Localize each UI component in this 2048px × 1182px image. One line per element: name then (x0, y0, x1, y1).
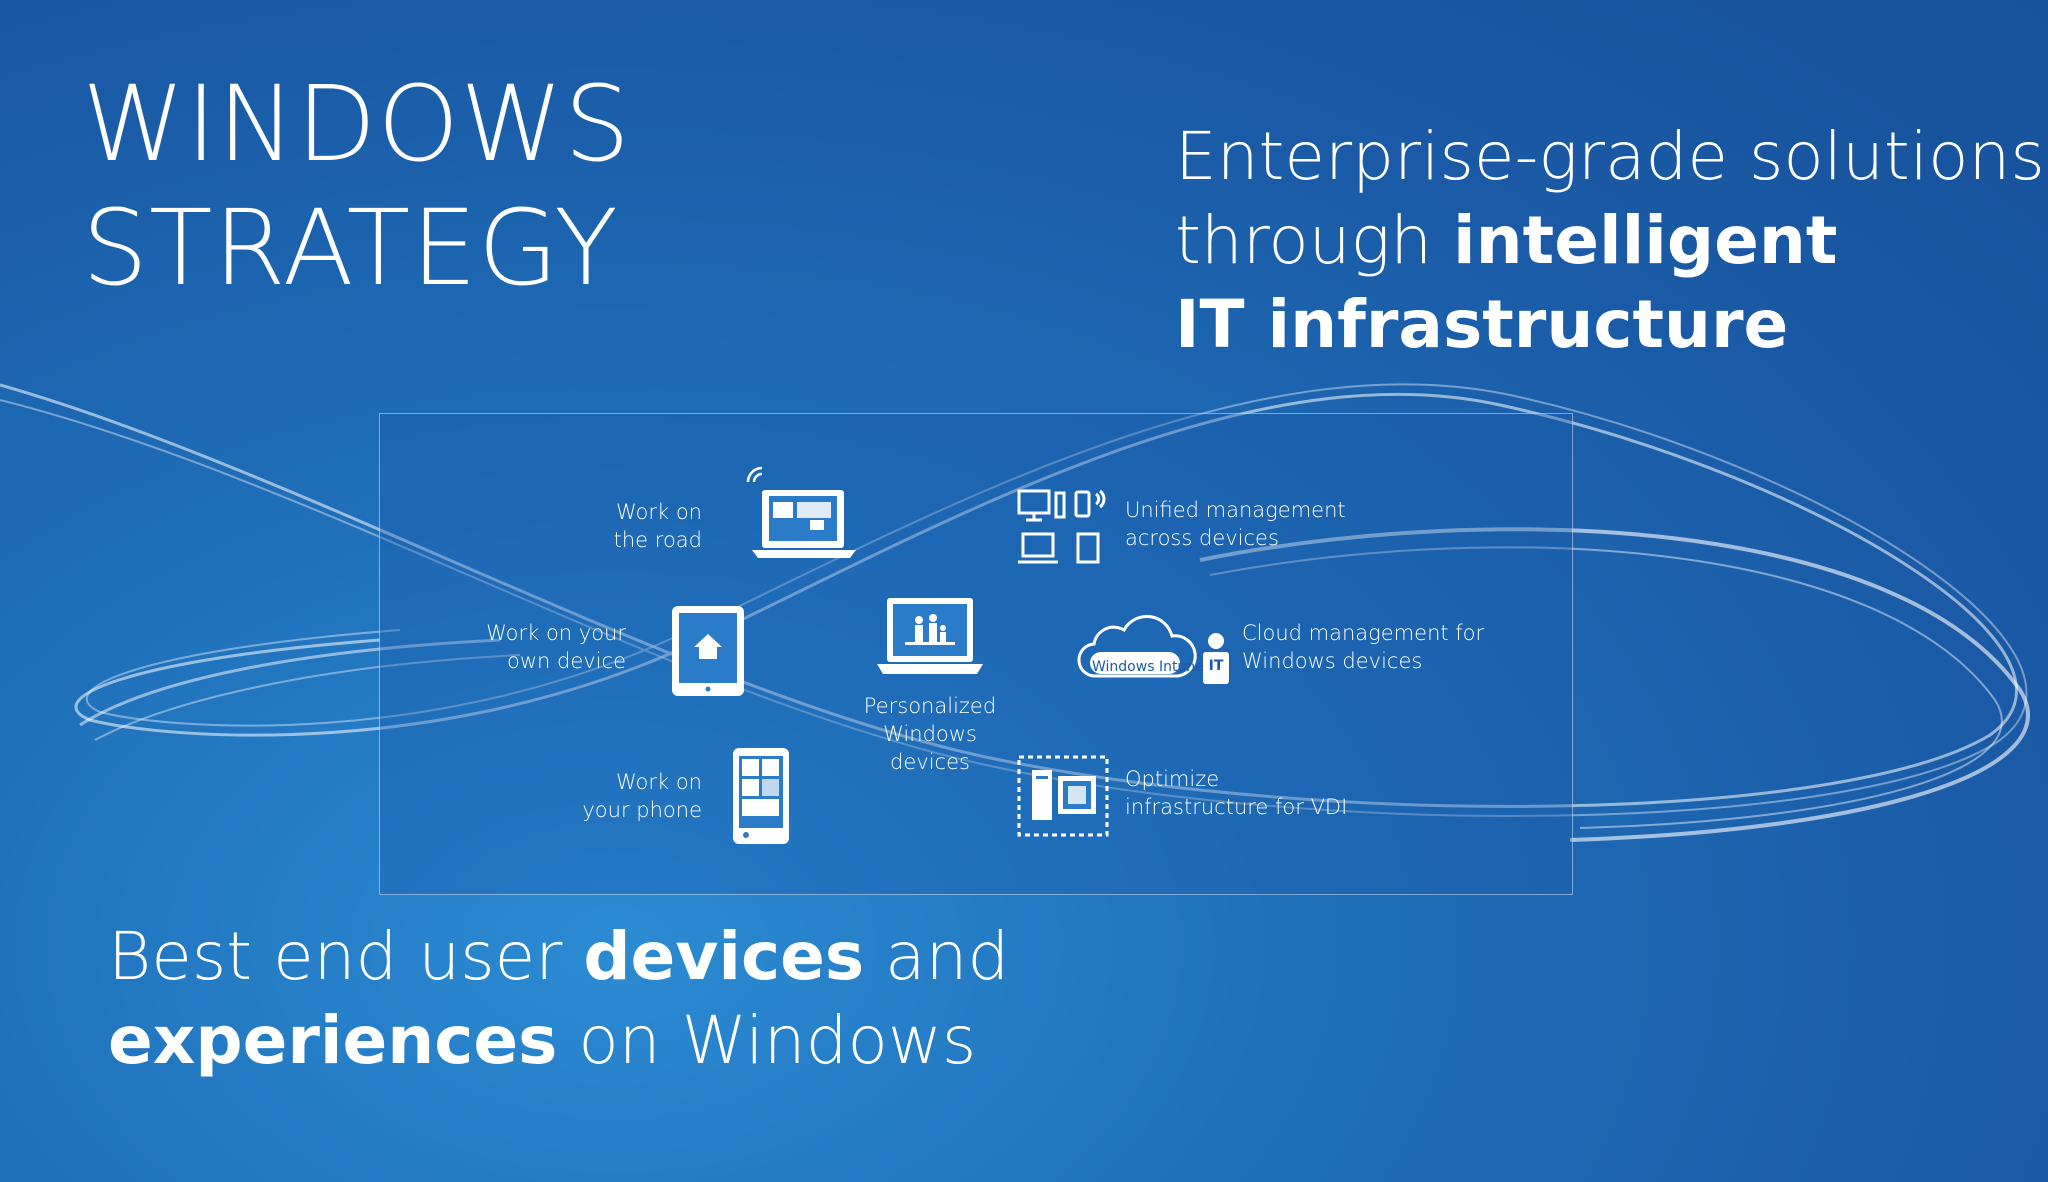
enterprise-line-2-bold: intelligent (1453, 202, 1838, 279)
cloud-icon (1077, 614, 1197, 678)
unified-line-2: across devices (1125, 526, 1279, 550)
enduser-line-1-bold: devices (583, 918, 865, 995)
enterprise-line-3: IT infrastructure (1175, 283, 2035, 367)
cloud-label: Cloud management for Windows devices (1242, 619, 1502, 675)
enterprise-tagline: Enterprise-grade solutions through intel… (1175, 115, 2045, 367)
work-road-line-2: the road (613, 528, 702, 552)
tablet-home-icon (672, 606, 744, 696)
enduser-line-1-end: and (864, 918, 1010, 995)
unified-line-1: Unified management (1125, 498, 1346, 522)
vdi-line-2: infrastructure for VDI (1125, 795, 1348, 819)
phone-tiles-icon (733, 748, 789, 844)
enduser-line-2-end: on Windows (557, 1002, 977, 1079)
title-line-1: WINDOWS (82, 63, 632, 185)
personalized-line-1: Personalized (863, 694, 997, 718)
work-road-label: Work on the road (580, 498, 702, 554)
enterprise-line-2: through intelligent (1175, 199, 2035, 283)
personalized-line-3: devices (890, 750, 970, 774)
personalized-line-2: Windows (883, 722, 977, 746)
enterprise-line-3-bold: IT infrastructure (1175, 286, 1789, 363)
cloud-badge: Windows Intune (1092, 659, 1204, 675)
personalized-label: Personalized Windows devices (850, 692, 1010, 776)
diagram-panel: Work on the road Work on your own device (379, 413, 1573, 895)
work-phone-label: Work on your phone (560, 768, 702, 824)
it-user-icon (1203, 633, 1229, 684)
page-title: WINDOWS STRATEGY (82, 62, 631, 310)
laptop-family-icon (877, 598, 983, 674)
title-line-2: STRATEGY (82, 187, 619, 309)
work-device-line-1: Work on your (486, 621, 626, 645)
enterprise-line-1: Enterprise-grade solutions (1175, 118, 2045, 195)
it-badge: IT (1208, 658, 1224, 674)
enduser-line-1: Best end user devices and (108, 915, 1108, 999)
work-device-line-2: own device (507, 649, 626, 673)
work-phone-line-1: Work on (615, 770, 702, 794)
vdi-line-1: Optimize (1125, 767, 1220, 791)
multi-device-icon (1017, 489, 1106, 564)
vdi-label: Optimize infrastructure for VDI (1125, 765, 1385, 821)
enduser-line-2-bold: experiences (108, 1002, 558, 1079)
work-device-label: Work on your own device (480, 619, 626, 675)
server-vdi-icon (1017, 755, 1109, 837)
work-road-line-1: Work on (615, 500, 702, 524)
laptop-wifi-icon (746, 466, 856, 558)
enduser-tagline: Best end user devices and experiences on… (108, 915, 1108, 1083)
cloud-line-1: Cloud management for (1242, 621, 1485, 645)
unified-label: Unified management across devices (1125, 496, 1365, 552)
enduser-line-1-normal: Best end user (108, 918, 584, 995)
work-phone-line-2: your phone (582, 798, 702, 822)
cloud-line-2: Windows devices (1242, 649, 1423, 673)
enterprise-line-2-normal: through (1175, 202, 1454, 279)
enduser-line-2: experiences on Windows (108, 999, 1108, 1083)
